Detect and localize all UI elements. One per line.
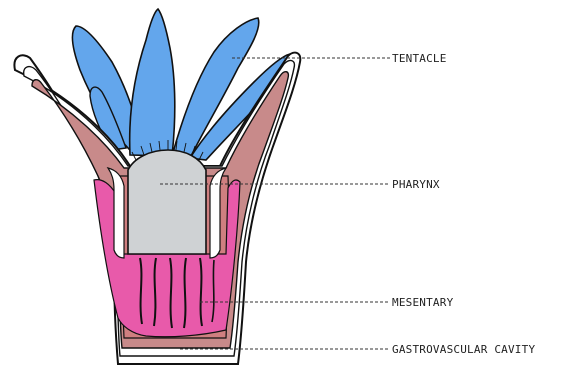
pharynx-body (128, 150, 206, 254)
mesentery-strand-2 (154, 258, 156, 326)
tentacle-2 (130, 9, 175, 156)
tentacle-label: TENTACLE (392, 53, 447, 65)
mesentery-strand-1 (140, 258, 142, 324)
mesentery-strand-3 (170, 258, 172, 328)
mesentery-strand-5 (200, 258, 202, 326)
gastrovascular-cavity-label: GASTROVASCULAR CAVITY (392, 344, 535, 356)
pharynx-label: PHARYNX (392, 179, 440, 191)
mesentary-label: MESENTARY (392, 297, 453, 309)
mesentery-strand-4 (184, 258, 186, 328)
